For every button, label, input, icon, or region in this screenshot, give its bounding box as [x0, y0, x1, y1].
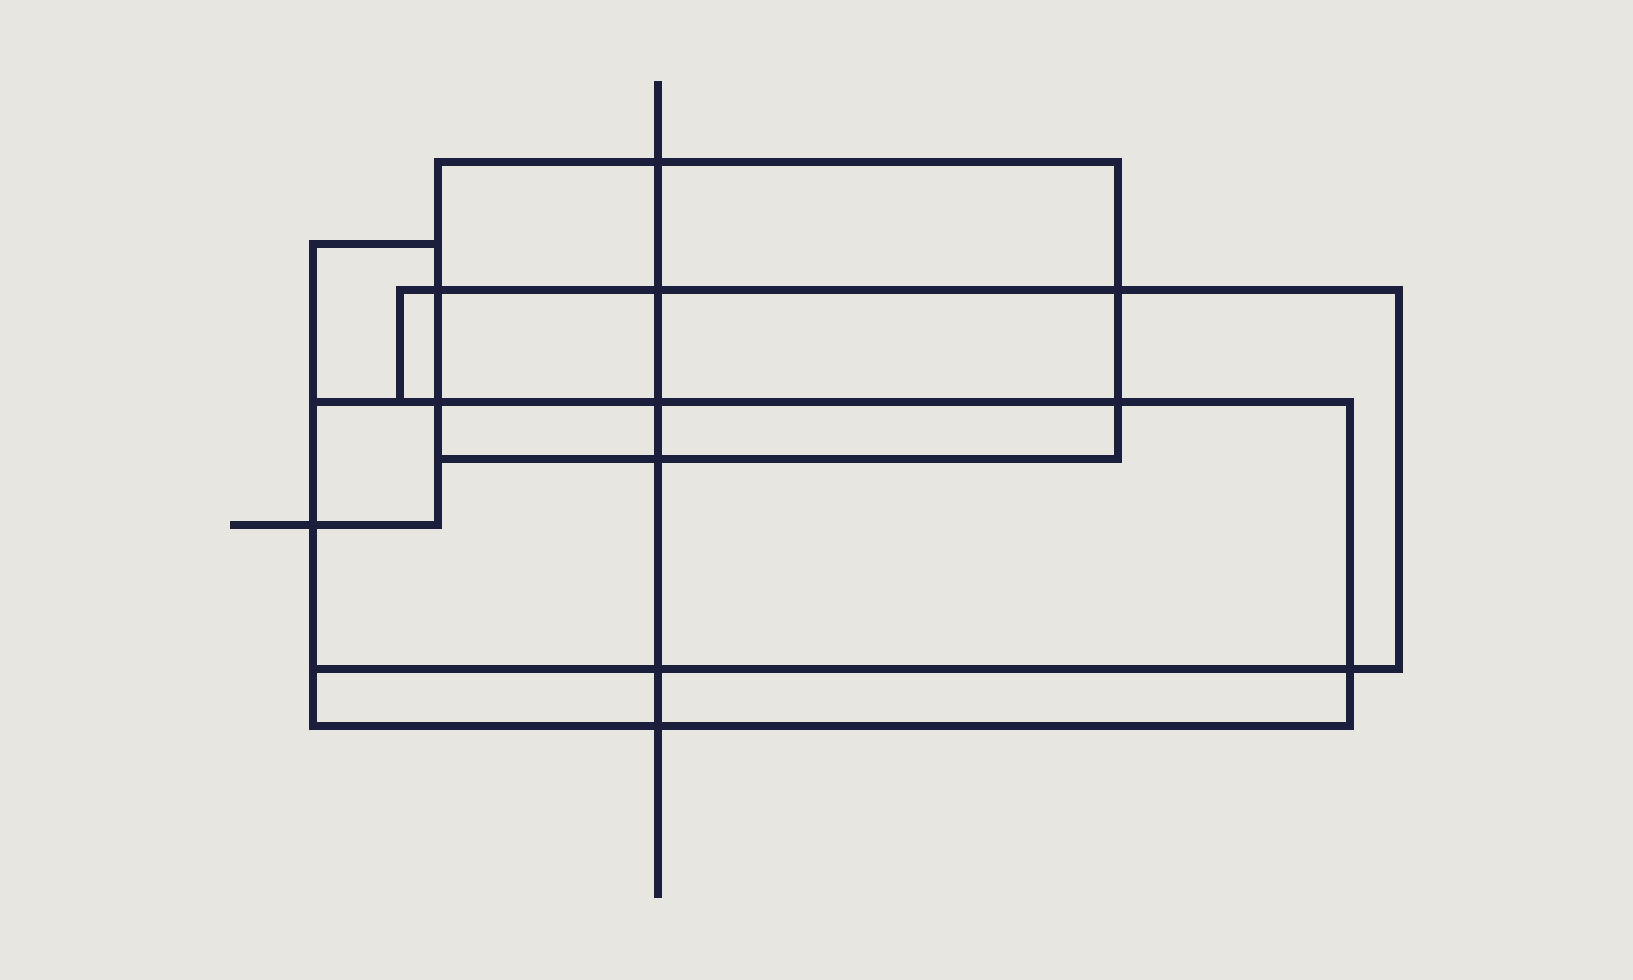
line-group [230, 81, 1403, 898]
left-bracket [309, 240, 1354, 730]
right-frame [313, 286, 1403, 673]
left-step [230, 162, 442, 529]
